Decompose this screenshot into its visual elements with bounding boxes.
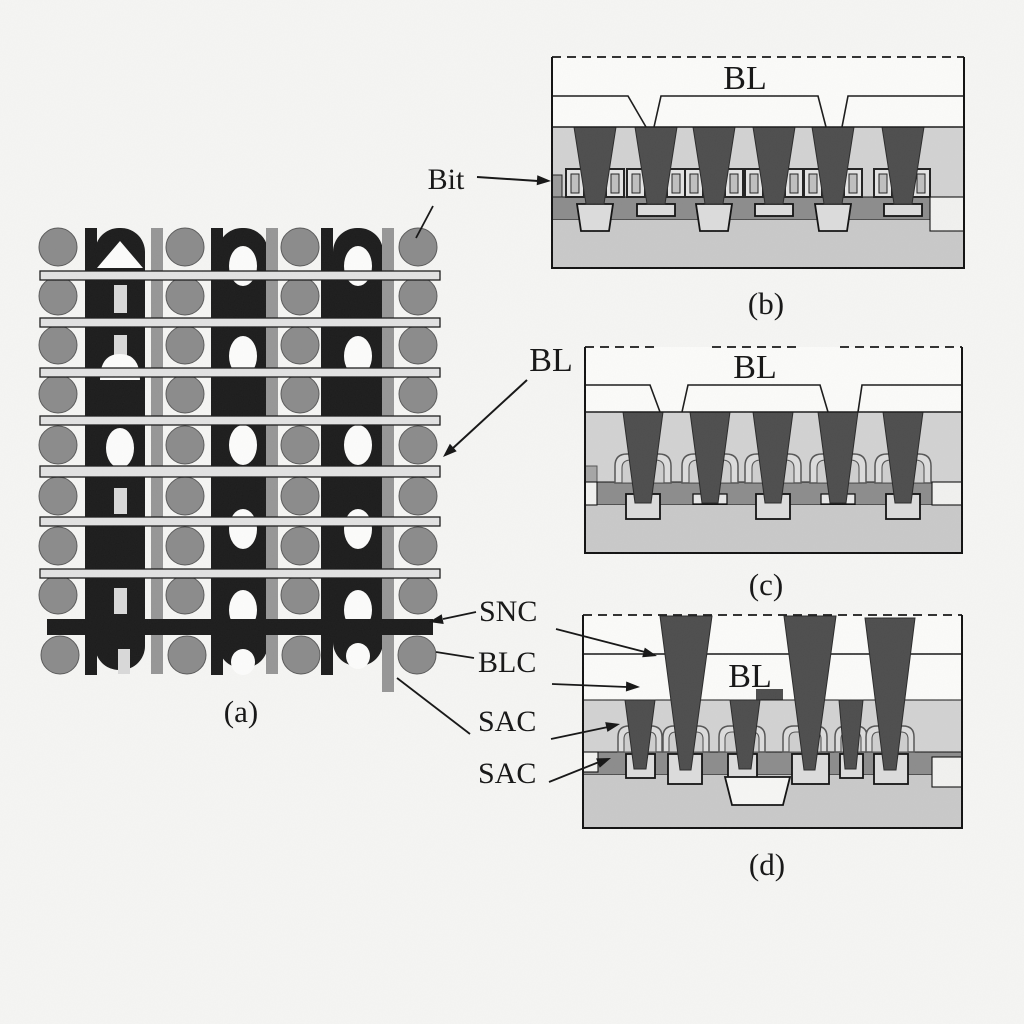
figure-page: (a) <box>0 0 1024 1024</box>
scan-noise-overlay <box>0 0 1024 1024</box>
patent-figure: (a) <box>0 0 1024 1024</box>
